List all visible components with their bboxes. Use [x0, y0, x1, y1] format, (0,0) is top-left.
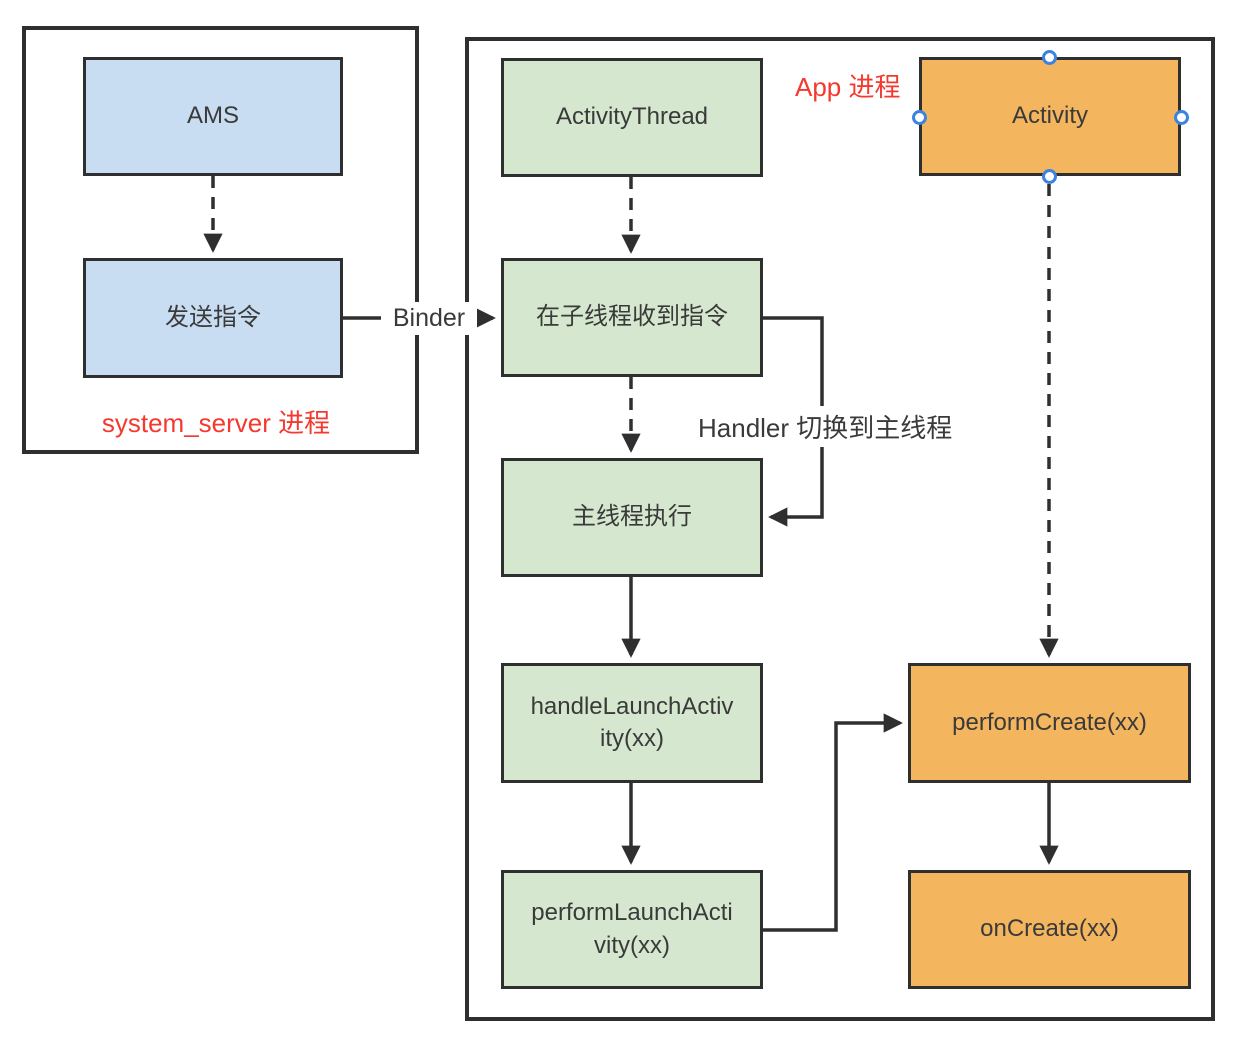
node-activity[interactable]: Activity [919, 57, 1181, 176]
selection-handle-left[interactable] [912, 110, 927, 125]
selection-handle-top[interactable] [1042, 50, 1057, 65]
node-perform-launch-activity[interactable]: performLaunchActivity(xx) [501, 870, 763, 989]
node-perform-create-label: performCreate(xx) [952, 708, 1147, 736]
edge-performlaunch-to-performcreate[interactable] [763, 713, 903, 932]
node-activity-thread-label: ActivityThread [555, 103, 709, 131]
node-ams-label: AMS [186, 102, 239, 130]
node-main-thread-exec-label: 主线程执行 [572, 503, 692, 531]
node-on-create[interactable]: onCreate(xx) [908, 870, 1191, 989]
node-handle-launch-activity-label: handleLaunchActivity(xx) [530, 692, 734, 752]
app-process-label: App 进程 [795, 72, 901, 102]
node-send-command[interactable]: 发送指令 [83, 258, 343, 378]
edge-label-handler-switch: Handler 切换到主线程 [694, 406, 957, 447]
node-ams[interactable]: AMS [83, 57, 343, 176]
node-activity-label: Activity [1011, 102, 1088, 130]
node-on-create-label: onCreate(xx) [980, 915, 1119, 943]
node-send-command-label: 发送指令 [165, 303, 261, 331]
system-server-process-label: system_server 进程 [101, 408, 331, 438]
node-activity-thread[interactable]: ActivityThread [501, 58, 763, 177]
node-perform-create[interactable]: performCreate(xx) [908, 663, 1191, 783]
selection-handle-right[interactable] [1174, 110, 1189, 125]
node-receive-in-child-thread[interactable]: 在子线程收到指令 [501, 258, 763, 377]
node-handle-launch-activity[interactable]: handleLaunchActivity(xx) [501, 663, 763, 783]
node-perform-launch-activity-label: performLaunchActivity(xx) [531, 899, 733, 959]
edge-label-binder: Binder [381, 302, 477, 335]
node-main-thread-exec[interactable]: 主线程执行 [501, 458, 763, 577]
node-receive-in-child-thread-label: 在子线程收到指令 [536, 303, 728, 331]
selection-handle-bottom[interactable] [1042, 169, 1057, 184]
